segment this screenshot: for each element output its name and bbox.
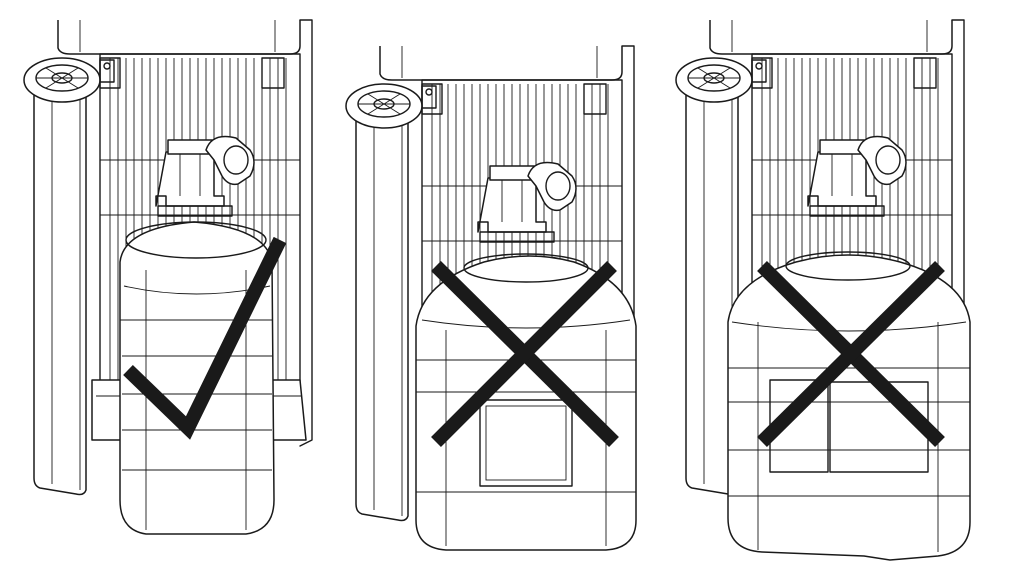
panel-3-incorrect [675, 19, 971, 561]
wide-bottle [415, 253, 637, 551]
check-mark-icon [123, 236, 287, 440]
cross-mark-icon [431, 261, 619, 447]
narrow-bottle [119, 221, 275, 535]
extra-wide-bottle [727, 251, 971, 561]
panel-1-correct [23, 19, 313, 535]
cross-mark-icon [757, 261, 945, 447]
panel-2-incorrect [345, 45, 637, 551]
